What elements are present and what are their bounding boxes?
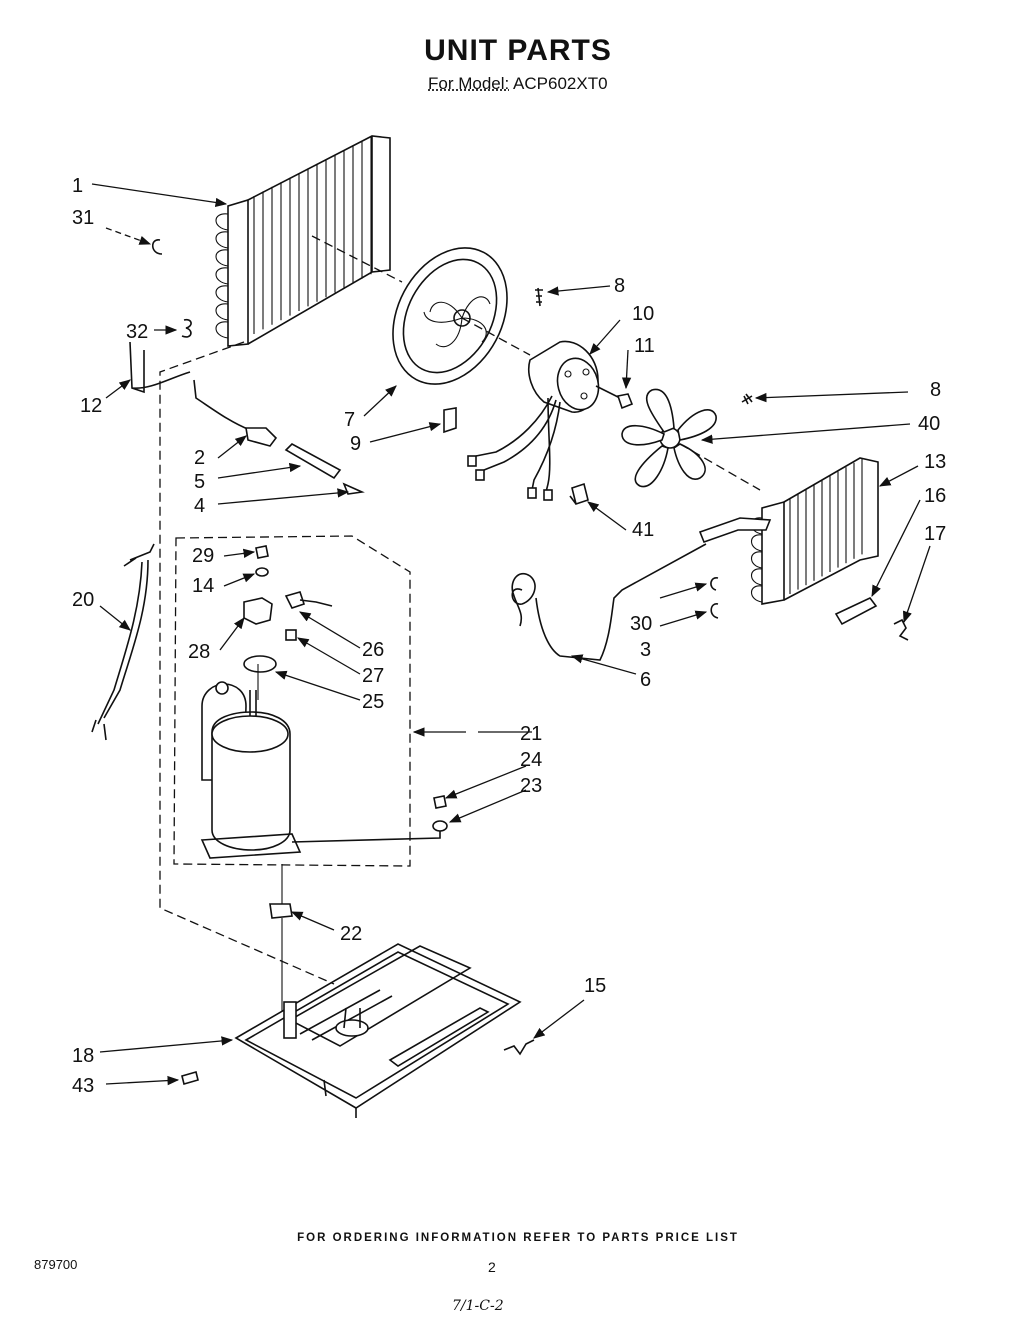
grommet bbox=[269, 903, 293, 919]
callout-30: 30 bbox=[630, 613, 652, 635]
callout-40: 40 bbox=[918, 413, 940, 435]
callout-26: 26 bbox=[362, 639, 384, 661]
clip bbox=[710, 603, 719, 619]
condenser-fan bbox=[621, 388, 761, 491]
fitting bbox=[245, 427, 278, 447]
callout-13: 13 bbox=[924, 451, 946, 473]
screw bbox=[741, 393, 753, 405]
fan-motor bbox=[467, 340, 634, 501]
callout-10: 10 bbox=[632, 303, 654, 325]
callout-17: 17 bbox=[924, 523, 946, 545]
callout-6: 6 bbox=[640, 669, 651, 691]
callout-3: 3 bbox=[640, 639, 651, 661]
discharge-tube bbox=[511, 543, 707, 661]
screw bbox=[181, 1071, 199, 1085]
callout-32: 32 bbox=[126, 321, 148, 343]
condenser-coil bbox=[698, 457, 879, 605]
callout-11: 11 bbox=[634, 335, 655, 357]
callout-24: 24 bbox=[520, 749, 542, 771]
filter bbox=[284, 443, 342, 480]
blower-wheel bbox=[392, 247, 531, 434]
model-prefix: For Model: bbox=[428, 74, 510, 93]
callout-15: 15 bbox=[584, 975, 606, 997]
callout-29: 29 bbox=[192, 545, 214, 567]
routing-line bbox=[159, 341, 335, 985]
model-subtitle: For Model: ACP602XT0 bbox=[428, 74, 608, 94]
screw bbox=[535, 287, 543, 307]
washer bbox=[255, 567, 269, 577]
washer bbox=[432, 820, 448, 832]
nut bbox=[255, 545, 269, 559]
clip bbox=[181, 318, 192, 338]
document-number: 879700 bbox=[34, 1257, 78, 1272]
callout-41: 41 bbox=[632, 519, 654, 541]
callout-31: 31 bbox=[72, 207, 94, 229]
model-number: ACP602XT0 bbox=[513, 74, 608, 93]
overload bbox=[284, 591, 333, 609]
wire-harness bbox=[91, 543, 155, 741]
clip bbox=[151, 239, 163, 255]
callout-16: 16 bbox=[924, 485, 946, 507]
callout-43: 43 bbox=[72, 1075, 94, 1097]
compressor-group-box bbox=[173, 535, 411, 867]
callout-20: 20 bbox=[72, 589, 94, 611]
clip bbox=[893, 618, 909, 641]
callout-18: 18 bbox=[72, 1045, 94, 1067]
callout-5: 5 bbox=[194, 471, 205, 493]
callout-22: 22 bbox=[340, 923, 362, 945]
evaporator-coil bbox=[215, 135, 403, 347]
page-number: 2 bbox=[488, 1259, 496, 1275]
callout-23: 23 bbox=[520, 775, 542, 797]
clip bbox=[503, 1039, 535, 1056]
callout-21: 21 bbox=[520, 723, 542, 745]
tube bbox=[193, 379, 251, 431]
callout-1: 1 bbox=[72, 175, 83, 197]
callout-12: 12 bbox=[80, 395, 102, 417]
clip bbox=[710, 577, 719, 591]
callout-25: 25 bbox=[362, 691, 384, 713]
compressor bbox=[200, 681, 441, 859]
callout-27: 27 bbox=[362, 665, 384, 687]
callout-4: 4 bbox=[194, 495, 205, 517]
terminal-cover bbox=[243, 597, 273, 625]
handwritten-note: 7/1-C-2 bbox=[452, 1298, 504, 1314]
leader-lines bbox=[91, 183, 931, 1086]
callout-8-upper: 8 bbox=[614, 275, 625, 297]
nut bbox=[433, 795, 447, 809]
callout-14: 14 bbox=[192, 575, 214, 597]
base-pan bbox=[234, 943, 522, 1118]
bracket bbox=[834, 596, 878, 626]
gasket bbox=[243, 655, 277, 673]
callout-28: 28 bbox=[188, 641, 210, 663]
spacer bbox=[285, 629, 297, 641]
ordering-note: FOR ORDERING INFORMATION REFER TO PARTS … bbox=[297, 1232, 739, 1244]
callout-8-lower: 8 bbox=[930, 379, 941, 401]
callout-7: 7 bbox=[344, 409, 355, 431]
callout-labels: 1 31 32 12 8 10 11 7 9 8 40 13 16 17 2 5… bbox=[72, 175, 946, 1097]
callout-2: 2 bbox=[194, 447, 205, 469]
clip bbox=[569, 482, 589, 506]
callout-9: 9 bbox=[350, 433, 361, 455]
page-title: UNIT PARTS bbox=[424, 34, 612, 67]
